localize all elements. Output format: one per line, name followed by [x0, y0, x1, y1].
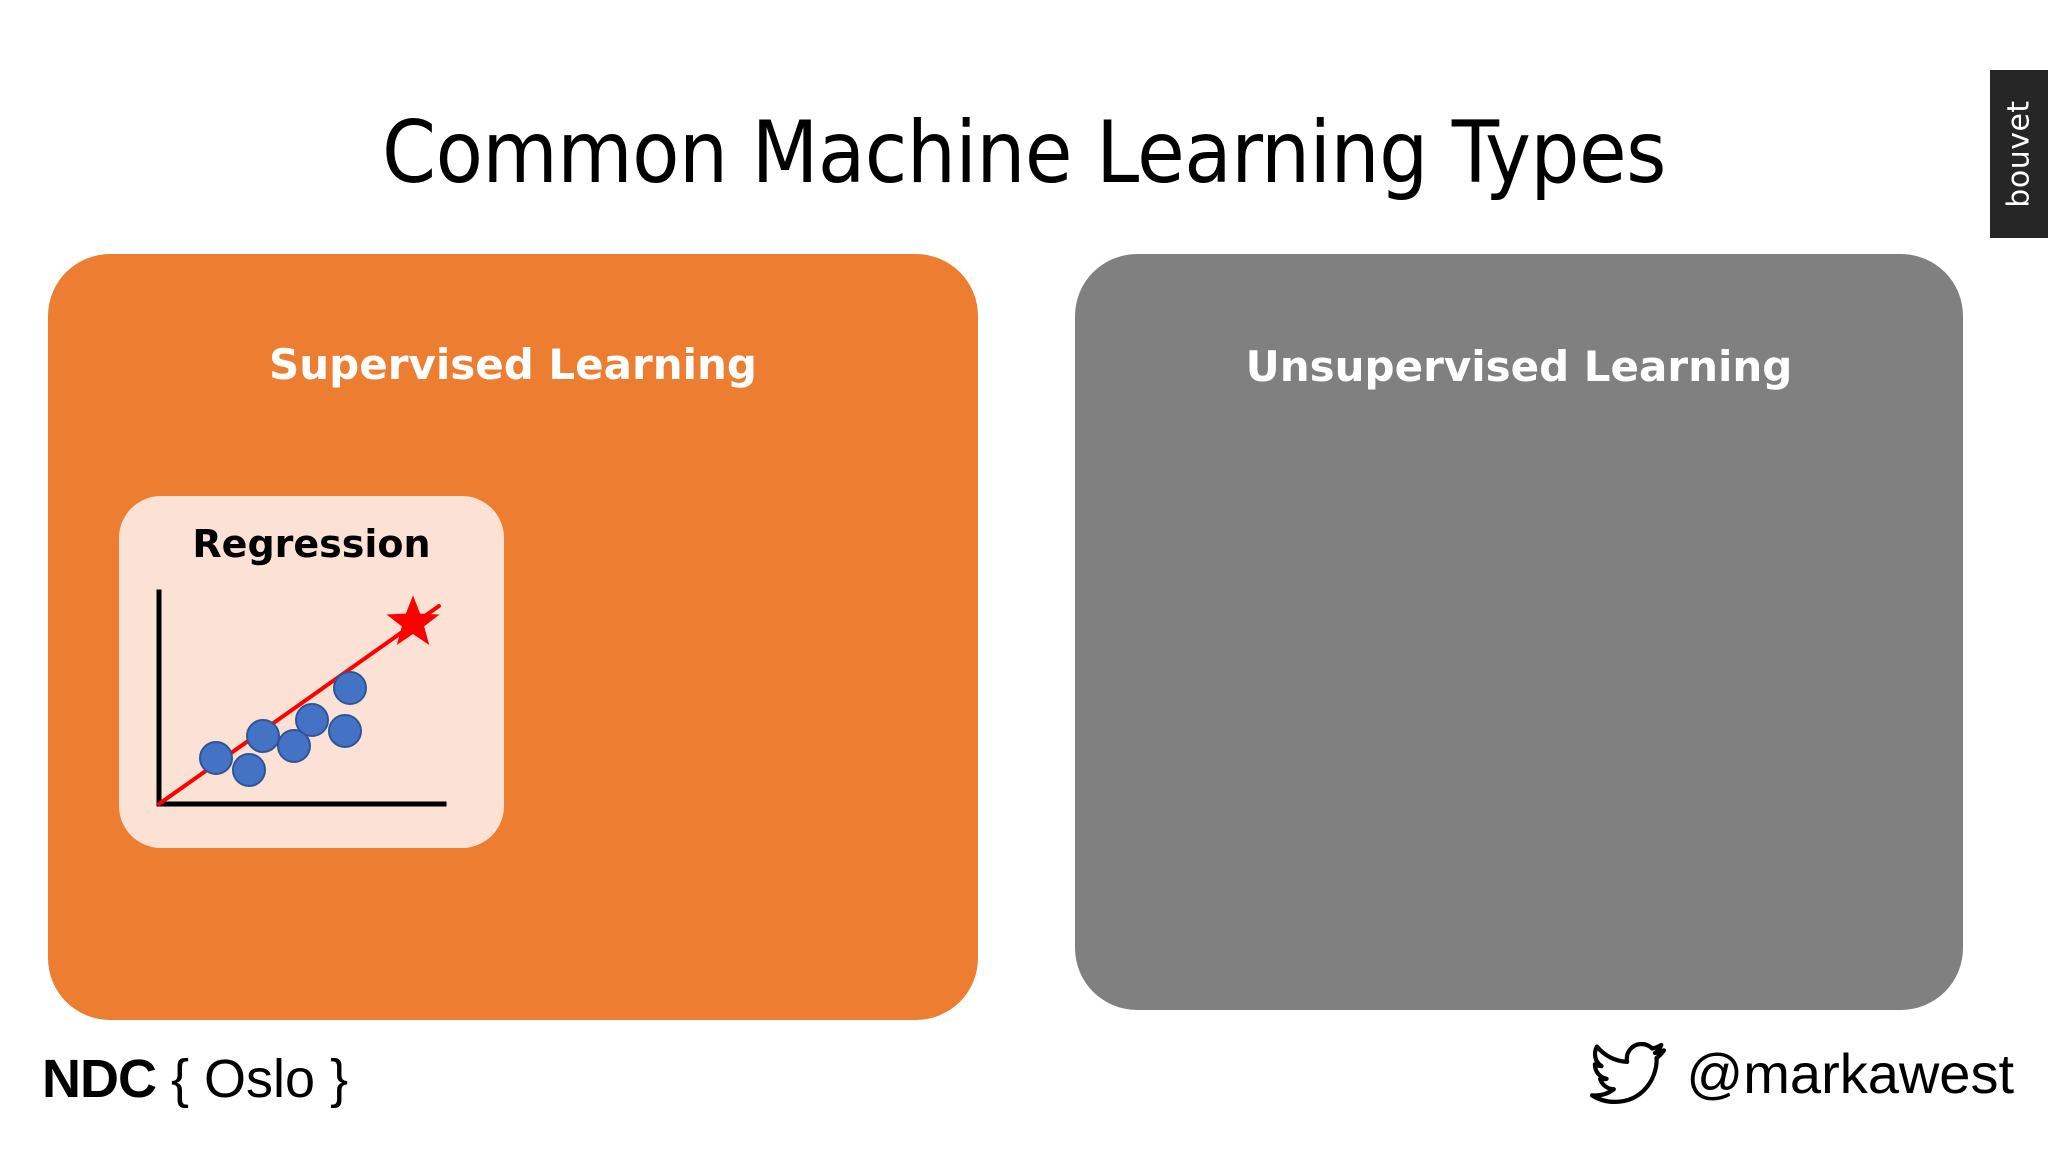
card-supervised-learning: Supervised Learning Regression [48, 254, 978, 1020]
chart-star-marker [386, 595, 440, 645]
chart-point [277, 729, 311, 763]
bouvet-logo: bouvet [1990, 70, 2048, 238]
card-supervised-learning-header: Supervised Learning [269, 340, 757, 389]
conference-branding: NDC { Oslo } [42, 1052, 348, 1106]
chart-point [199, 741, 233, 775]
card-unsupervised-learning-header: Unsupervised Learning [1245, 342, 1793, 391]
chart-data-points [199, 671, 367, 787]
page-title: Common Machine Learning Types [382, 103, 1666, 203]
twitter-handle-text: @markawest [1686, 1042, 2014, 1105]
twitter-bird-icon [1590, 1041, 1667, 1106]
chart-point [246, 719, 280, 753]
bouvet-logo-text: bouvet [2001, 100, 2037, 208]
ndc-logo-text: NDC [42, 1049, 157, 1109]
chart-point [328, 714, 362, 748]
ndc-city-text: { Oslo } [171, 1049, 349, 1109]
chart-point [232, 753, 266, 787]
chart-trendline [157, 604, 441, 806]
subcard-regression: Regression [119, 496, 504, 848]
chart-point [333, 671, 367, 705]
regression-scatter-chart [119, 576, 504, 848]
card-unsupervised-learning: Unsupervised Learning [1075, 254, 1963, 1010]
chart-point [295, 703, 329, 737]
subcard-regression-title: Regression [192, 522, 431, 566]
twitter-credit: @markawest [1590, 1041, 2014, 1106]
